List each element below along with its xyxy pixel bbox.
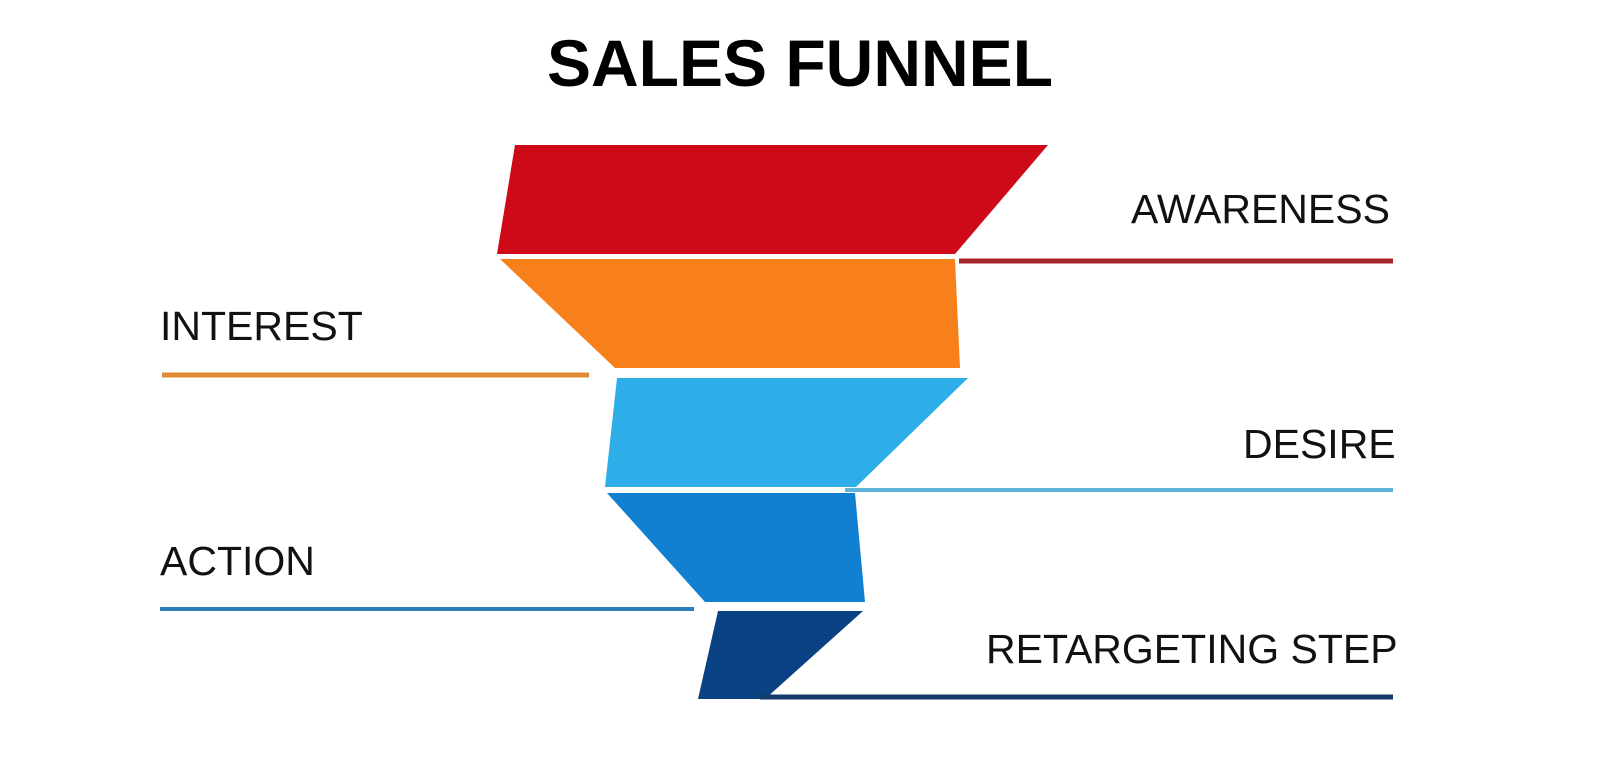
funnel-segment-retargeting bbox=[698, 611, 863, 699]
funnel-label-retargeting: RETARGETING STEP bbox=[986, 626, 1398, 672]
funnel-label-interest: INTEREST bbox=[160, 303, 363, 349]
funnel-label-awareness: AWARENESS bbox=[1131, 186, 1390, 232]
page-title: SALES FUNNEL bbox=[546, 26, 1054, 100]
funnel-segment-desire bbox=[605, 378, 968, 487]
funnel-label-desire: DESIRE bbox=[1243, 421, 1396, 467]
funnel-segment-interest bbox=[500, 259, 960, 368]
funnel-label-action: ACTION bbox=[160, 538, 315, 584]
funnel-segment-awareness bbox=[497, 145, 1048, 254]
funnel-segment-action bbox=[607, 493, 865, 602]
